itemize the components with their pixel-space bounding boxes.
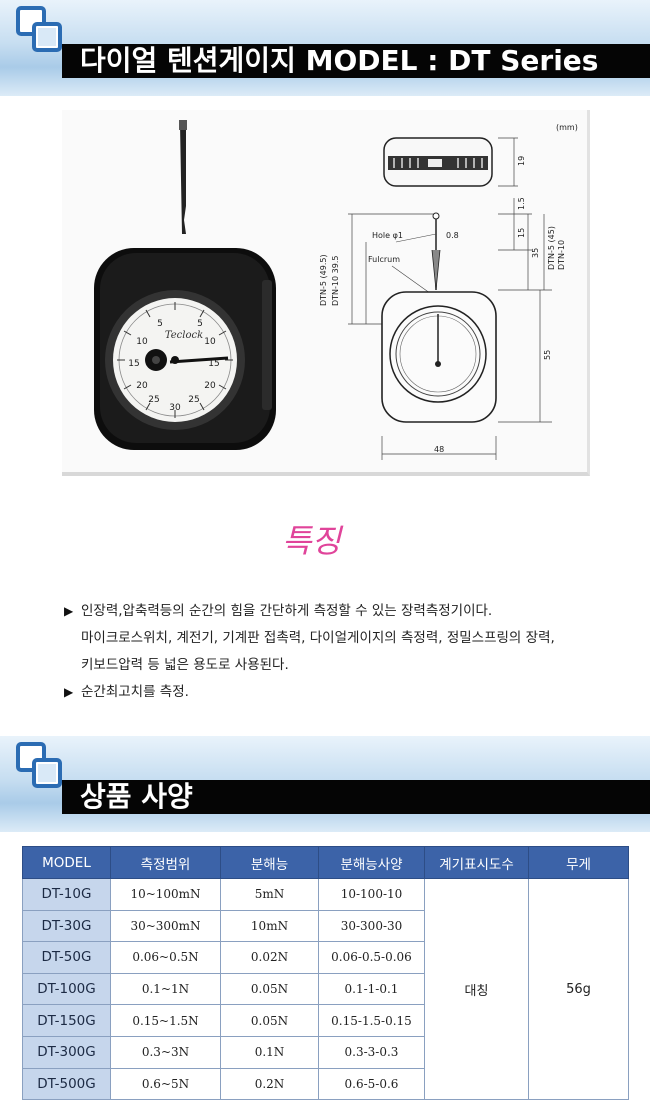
range-cell: 0.3~3N bbox=[110, 1035, 221, 1069]
window-squares-icon bbox=[16, 6, 62, 52]
dial-brand: Teclock bbox=[165, 330, 203, 341]
dial-number: 20 bbox=[204, 381, 216, 391]
dial-number: 20 bbox=[136, 381, 148, 391]
model-cell: DT-30G bbox=[22, 909, 111, 943]
feature-text: 마이크로스위치, 계전기, 기계판 접촉력, 다이얼게이지의 측정력, 정밀스프… bbox=[81, 630, 555, 646]
range-cell: 30~300mN bbox=[110, 909, 221, 943]
resolution-spec-cell: 0.06-0.5-0.06 bbox=[318, 941, 425, 974]
dial-number: 25 bbox=[148, 395, 159, 405]
triangle-bullet-icon: ▶ bbox=[64, 604, 74, 618]
dial-number: 10 bbox=[136, 337, 148, 347]
range-cell: 10~100mN bbox=[110, 878, 221, 911]
dial-number: 25 bbox=[188, 395, 199, 405]
range-cell: 0.1~1N bbox=[110, 972, 221, 1006]
dim-55: 55 bbox=[543, 350, 552, 360]
column-header: 무게 bbox=[528, 846, 629, 879]
dim-dtn5-left: DTN-5 (49.5) bbox=[319, 254, 328, 306]
dial-number: 30 bbox=[169, 403, 181, 413]
table-row: DT-300G 0.3~3N 0.1N 0.3-3-0.3 bbox=[22, 1035, 629, 1069]
features-title-text: 특징 bbox=[282, 522, 343, 560]
dim-48: 48 bbox=[434, 445, 444, 454]
features-title: 특징 bbox=[276, 512, 376, 566]
dim-dtn10-right: DTN-10 bbox=[557, 240, 566, 270]
table-row: DT-100G 0.1~1N 0.05N 0.1-1-0.1 bbox=[22, 972, 629, 1006]
product-title-header: 다이얼 텐션게이지 MODEL : DT Series bbox=[0, 0, 650, 96]
dial-number: 15 bbox=[208, 359, 219, 369]
feature-item-continued: 마이크로스위치, 계전기, 기계판 접촉력, 다이얼게이지의 측정력, 정밀스프… bbox=[64, 625, 624, 652]
product-illustration: 5 5 10 10 15 15 20 20 25 25 30 Teclock (… bbox=[94, 120, 578, 460]
model-cell: DT-100G bbox=[22, 972, 111, 1006]
resolution-cell: 5mN bbox=[220, 878, 319, 911]
resolution-spec-cell: 30-300-30 bbox=[318, 909, 425, 943]
spec-table: MODEL 측정범위 분해능 분해능사양 계기표시도수 무게 DT-10G 10… bbox=[22, 846, 629, 1101]
dim-dtn5-right: DTN-5 (45) bbox=[547, 226, 556, 270]
resolution-cell: 0.02N bbox=[220, 941, 319, 974]
dim-0-8: 0.8 bbox=[446, 231, 459, 240]
model-cell: DT-300G bbox=[22, 1035, 111, 1069]
feature-text: 순간최고치를 측정. bbox=[81, 684, 189, 700]
weight-cell: 56g bbox=[528, 877, 629, 1101]
resolution-cell: 0.05N bbox=[220, 972, 319, 1006]
fulcrum-label: Fulcrum bbox=[368, 255, 400, 264]
triangle-bullet-icon: ▶ bbox=[64, 685, 74, 699]
table-row: DT-500G 0.6~5N 0.2N 0.6-5-0.6 bbox=[22, 1067, 629, 1101]
display-cell: 대칭 bbox=[424, 877, 529, 1101]
table-row: DT-150G 0.15~1.5N 0.05N 0.15-1.5-0.15 bbox=[22, 1004, 629, 1037]
model-cell: DT-50G bbox=[22, 941, 111, 974]
spec-header: 상품 사양 bbox=[0, 736, 650, 832]
feature-text: 키보드압력 등 넓은 용도로 사용된다. bbox=[81, 657, 289, 673]
column-header: MODEL bbox=[22, 846, 111, 879]
model-cell: DT-10G bbox=[22, 878, 111, 911]
dial-number: 10 bbox=[204, 337, 216, 347]
table-header-row: MODEL 측정범위 분해능 분해능사양 계기표시도수 무게 bbox=[22, 846, 629, 879]
model-cell: DT-150G bbox=[22, 1004, 111, 1037]
dial-number: 15 bbox=[128, 359, 139, 369]
dim-dtn10-left: DTN-10 39.5 bbox=[331, 256, 340, 306]
resolution-cell: 10mN bbox=[220, 909, 319, 943]
table-row: DT-10G 10~100mN 5mN 10-100-10 대칭 56g bbox=[22, 877, 629, 1101]
hole-label: Hole φ1 bbox=[372, 231, 403, 240]
features-list: ▶ 인장력,압축력등의 순간의 힘을 간단하게 측정할 수 있는 장력측정기이다.… bbox=[64, 598, 624, 706]
resolution-spec-cell: 0.15-1.5-0.15 bbox=[318, 1004, 425, 1037]
spec-title: 상품 사양 bbox=[80, 780, 193, 813]
resolution-cell: 0.05N bbox=[220, 1004, 319, 1037]
title-bar bbox=[62, 44, 650, 78]
dim-1-5: 1.5 bbox=[517, 197, 526, 210]
page-title: 다이얼 텐션게이지 MODEL : DT Series bbox=[80, 44, 599, 77]
model-cell: DT-500G bbox=[22, 1067, 111, 1101]
unit-label: (mm) bbox=[556, 123, 578, 132]
dim-15: 15 bbox=[517, 228, 526, 238]
tension-gauge-photo: 5 5 10 10 15 15 20 20 25 25 30 Teclock bbox=[94, 120, 276, 450]
feature-item: ▶ 인장력,압축력등의 순간의 힘을 간단하게 측정할 수 있는 장력측정기이다. bbox=[64, 598, 624, 625]
title-bar bbox=[62, 780, 650, 814]
resolution-spec-cell: 0.1-1-0.1 bbox=[318, 972, 425, 1006]
table-row: DT-30G 30~300mN 10mN 30-300-30 bbox=[22, 909, 629, 943]
range-cell: 0.06~0.5N bbox=[110, 941, 221, 974]
resolution-cell: 0.1N bbox=[220, 1035, 319, 1069]
range-cell: 0.6~5N bbox=[110, 1067, 221, 1101]
column-header: 분해능 bbox=[220, 846, 319, 879]
product-image: 5 5 10 10 15 15 20 20 25 25 30 Teclock (… bbox=[62, 110, 590, 476]
dimension-drawing: (mm) bbox=[319, 123, 578, 460]
resolution-spec-cell: 0.6-5-0.6 bbox=[318, 1067, 425, 1101]
feature-item-continued: 키보드압력 등 넓은 용도로 사용된다. bbox=[64, 652, 624, 679]
window-squares-icon bbox=[16, 742, 62, 788]
feature-text: 인장력,압축력등의 순간의 힘을 간단하게 측정할 수 있는 장력측정기이다. bbox=[81, 603, 493, 619]
dim-19: 19 bbox=[517, 156, 526, 166]
feature-item: ▶ 순간최고치를 측정. bbox=[64, 679, 624, 706]
dial-number: 5 bbox=[197, 319, 203, 329]
column-header: 분해능사양 bbox=[318, 846, 425, 879]
column-header: 측정범위 bbox=[110, 846, 221, 879]
dial-number: 5 bbox=[157, 319, 163, 329]
column-header: 계기표시도수 bbox=[424, 846, 529, 879]
resolution-spec-cell: 0.3-3-0.3 bbox=[318, 1035, 425, 1069]
dim-35: 35 bbox=[531, 248, 540, 258]
range-cell: 0.15~1.5N bbox=[110, 1004, 221, 1037]
resolution-cell: 0.2N bbox=[220, 1067, 319, 1101]
resolution-spec-cell: 10-100-10 bbox=[318, 878, 425, 911]
